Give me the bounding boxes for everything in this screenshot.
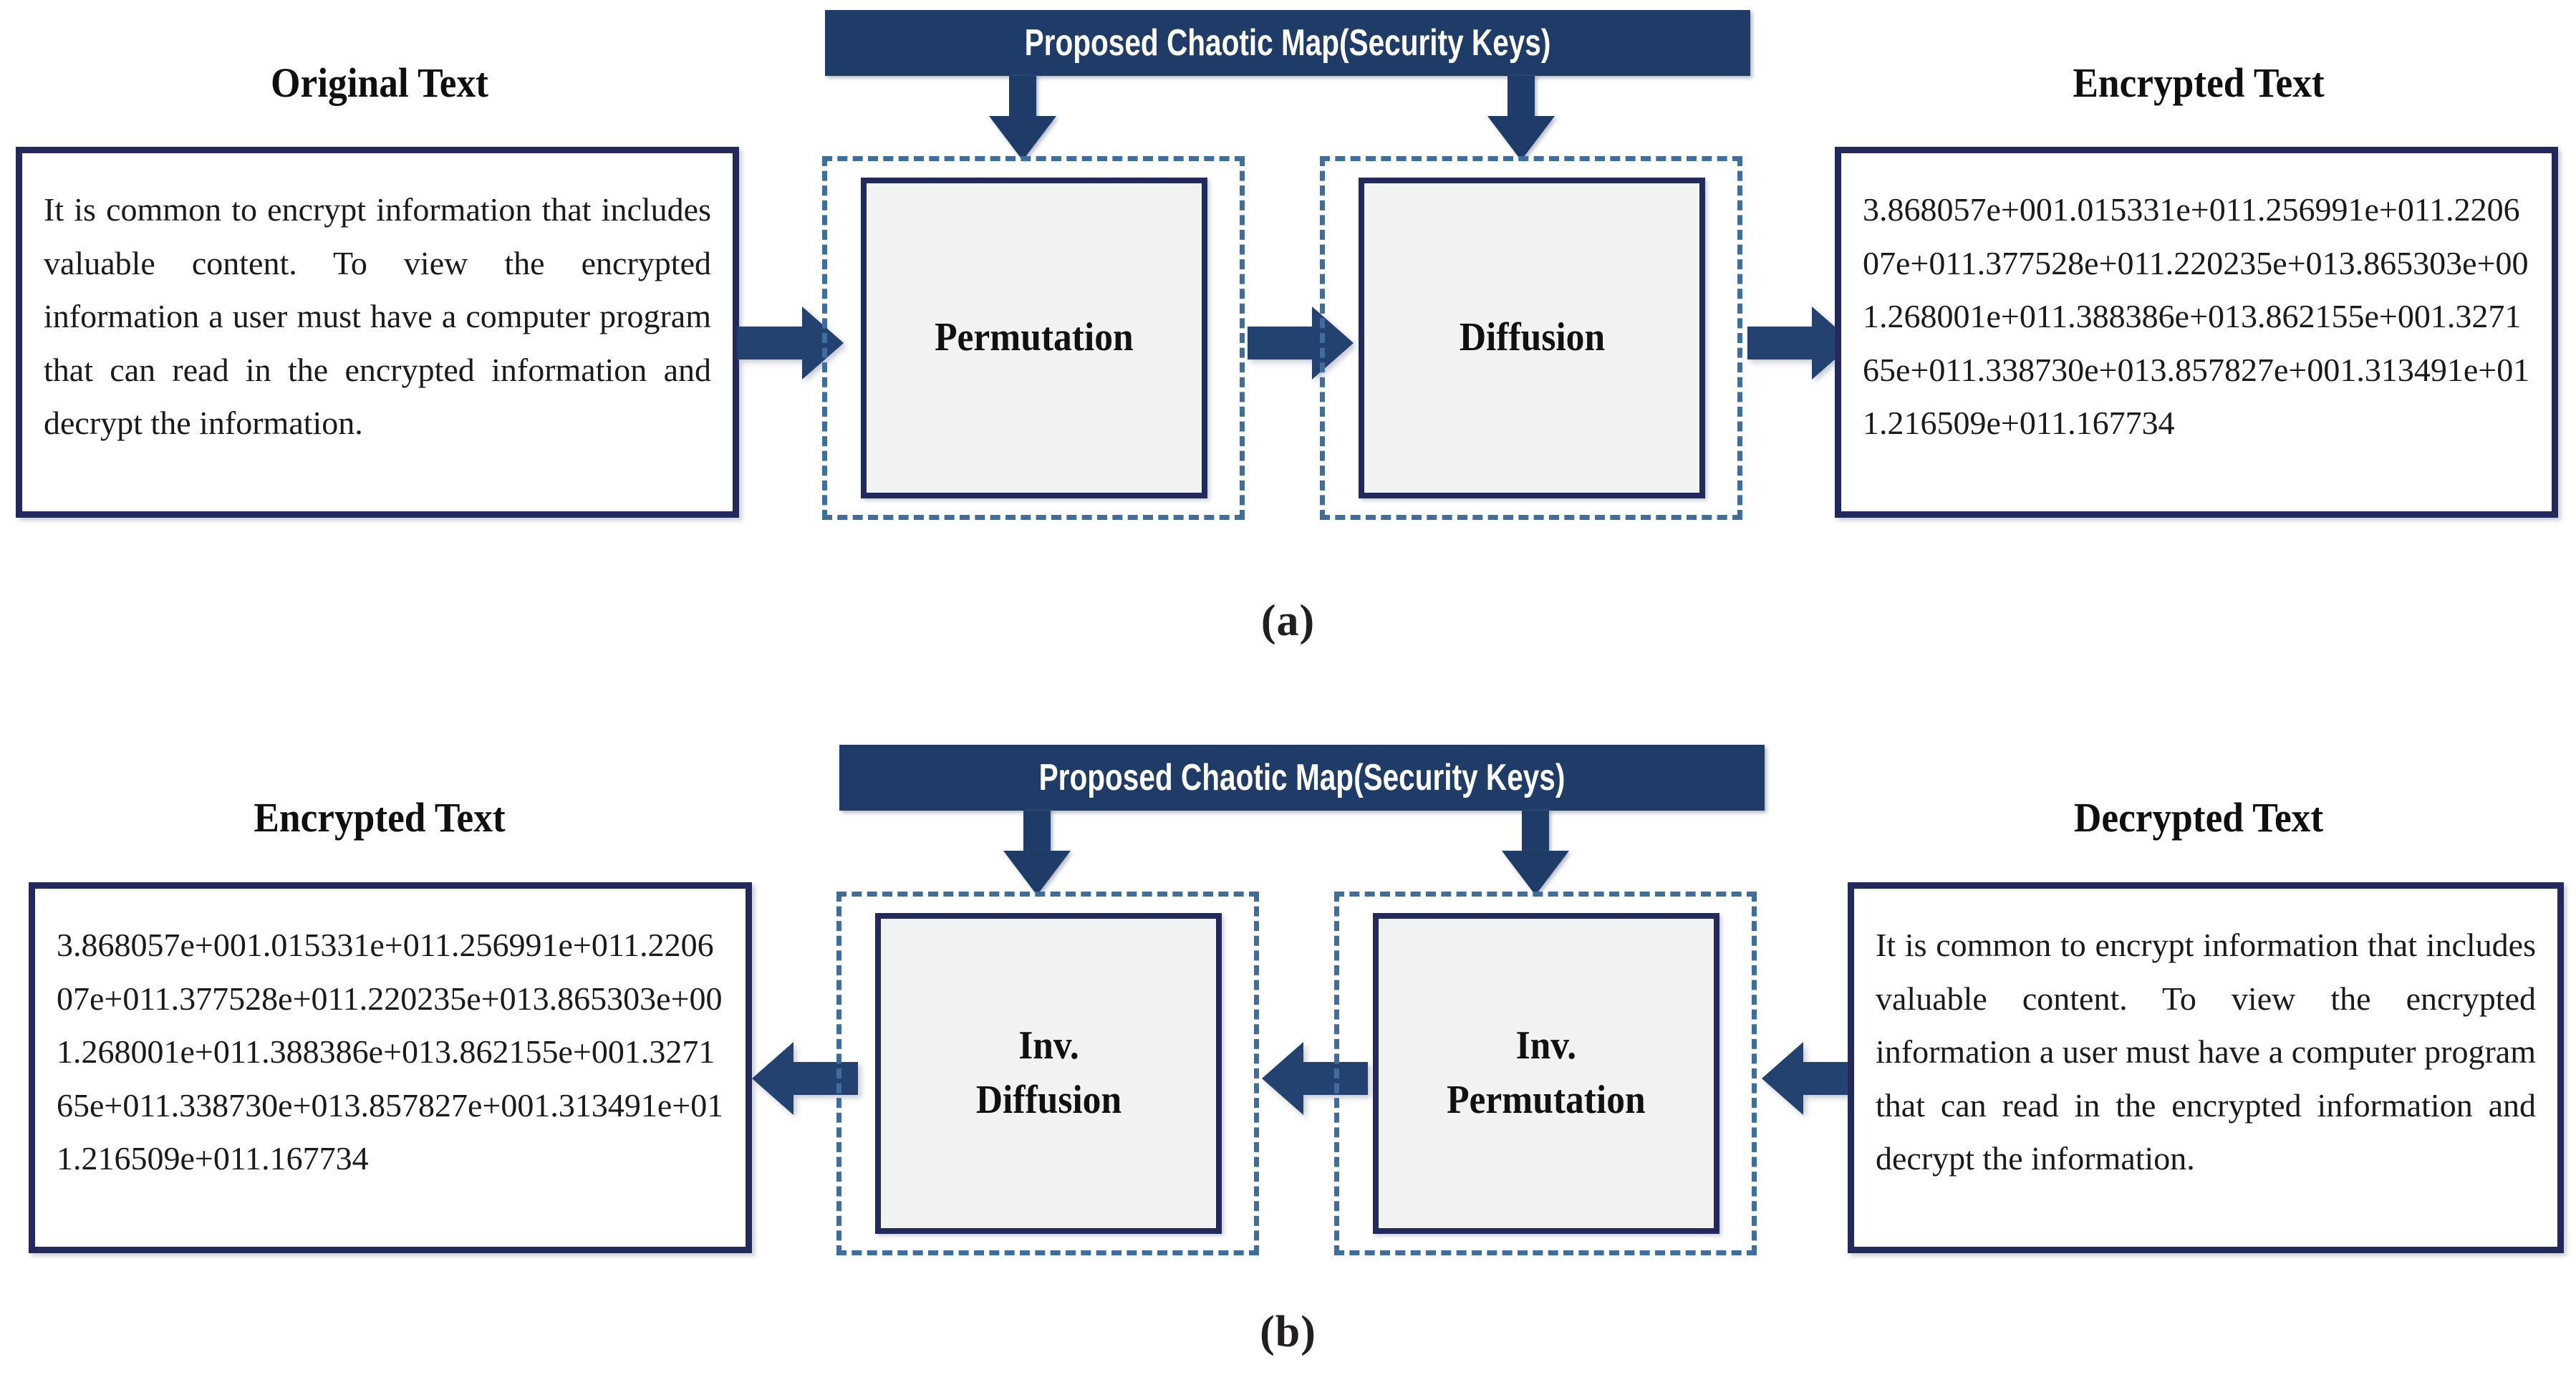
arrow-shaft — [789, 1062, 858, 1095]
arrow-permutation-to-diffusion — [1248, 306, 1354, 380]
encrypted-text-body-b: 3.868057e+001.015331e+011.256991e+011.22… — [57, 927, 724, 1177]
arrow-shaft — [1747, 327, 1816, 359]
permutation-stage-label: Permutation — [935, 315, 1134, 360]
arrow-key-to-inv-permutation — [1502, 811, 1569, 895]
inv-diffusion-stage-dashed-region — [836, 892, 1259, 1255]
caption-encrypted-text-b: Encrypted Text — [254, 794, 506, 841]
arrow-head-down-icon — [1502, 851, 1569, 895]
caption-original-text: Original Text — [271, 59, 488, 106]
encrypted-text-box-a: 3.868057e+001.015331e+011.256991e+011.22… — [1835, 147, 2558, 518]
panel-caption-b: (b) — [1260, 1308, 1316, 1356]
arrow-inv-diffusion-to-encrypted — [752, 1042, 858, 1115]
chaotic-map-key-bar-a: Proposed Chaotic Map(Security Keys) — [825, 10, 1750, 76]
arrow-inv-permutation-to-inv-diffusion — [1262, 1042, 1368, 1115]
arrow-shaft — [1299, 1062, 1368, 1095]
arrow-shaft — [1522, 811, 1549, 855]
caption-encrypted-text-a: Encrypted Text — [2073, 59, 2325, 106]
chaotic-map-key-bar-label-b: Proposed Chaotic Map(Security Keys) — [1038, 757, 1566, 798]
decrypted-text-body: It is common to encrypt information that… — [1876, 927, 2536, 1177]
arrow-head-left-icon — [1262, 1042, 1303, 1115]
decrypted-text-box: It is common to encrypt information that… — [1848, 882, 2564, 1253]
inv-diffusion-stage-label: Inv. Diffusion — [975, 1023, 1121, 1122]
original-text-box: It is common to encrypt information that… — [16, 147, 739, 518]
diffusion-stage-box: Diffusion — [1359, 178, 1705, 498]
inv-permutation-stage-dashed-region — [1334, 892, 1757, 1255]
arrow-shaft — [1009, 76, 1036, 120]
panel-caption-a: (a) — [1260, 597, 1316, 645]
caption-decrypted-text: Decrypted Text — [2073, 794, 2324, 841]
arrow-key-to-inv-diffusion — [1003, 811, 1071, 895]
arrow-shaft — [1248, 327, 1316, 359]
diffusion-stage-dashed-region — [1320, 156, 1742, 520]
arrow-key-to-permutation — [989, 76, 1056, 160]
arrow-shaft — [1508, 76, 1535, 120]
encrypted-text-box-b: 3.868057e+001.015331e+011.256991e+011.22… — [29, 882, 752, 1253]
original-text-body: It is common to encrypt information that… — [44, 191, 711, 442]
arrow-head-left-icon — [752, 1042, 793, 1115]
arrow-head-down-icon — [1003, 851, 1071, 895]
arrow-head-down-icon — [989, 116, 1056, 160]
panel-b-decryption: Proposed Chaotic Map(Security Keys) Encr… — [0, 702, 2576, 1400]
inv-permutation-stage-box: Inv. Permutation — [1373, 913, 1719, 1234]
panel-a-encryption: Proposed Chaotic Map(Security Keys) Orig… — [16, 10, 2558, 645]
inv-diffusion-stage-box: Inv. Diffusion — [875, 913, 1222, 1234]
arrow-head-right-icon — [1312, 306, 1354, 380]
chaotic-map-key-bar-label-a: Proposed Chaotic Map(Security Keys) — [1024, 22, 1551, 64]
arrow-head-down-icon — [1487, 116, 1555, 160]
diffusion-stage-label: Diffusion — [1459, 315, 1605, 360]
inv-permutation-stage-label: Inv. Permutation — [1447, 1023, 1646, 1122]
arrow-key-to-diffusion — [1487, 76, 1555, 160]
arrow-shaft — [1023, 811, 1051, 855]
arrow-shaft — [738, 327, 806, 359]
arrow-head-left-icon — [1762, 1042, 1803, 1115]
permutation-stage-box: Permutation — [861, 178, 1207, 498]
permutation-stage-dashed-region — [822, 156, 1245, 520]
encrypted-text-body-a: 3.868057e+001.015331e+011.256991e+011.22… — [1863, 191, 2530, 442]
chaotic-map-key-bar-b: Proposed Chaotic Map(Security Keys) — [839, 745, 1765, 811]
